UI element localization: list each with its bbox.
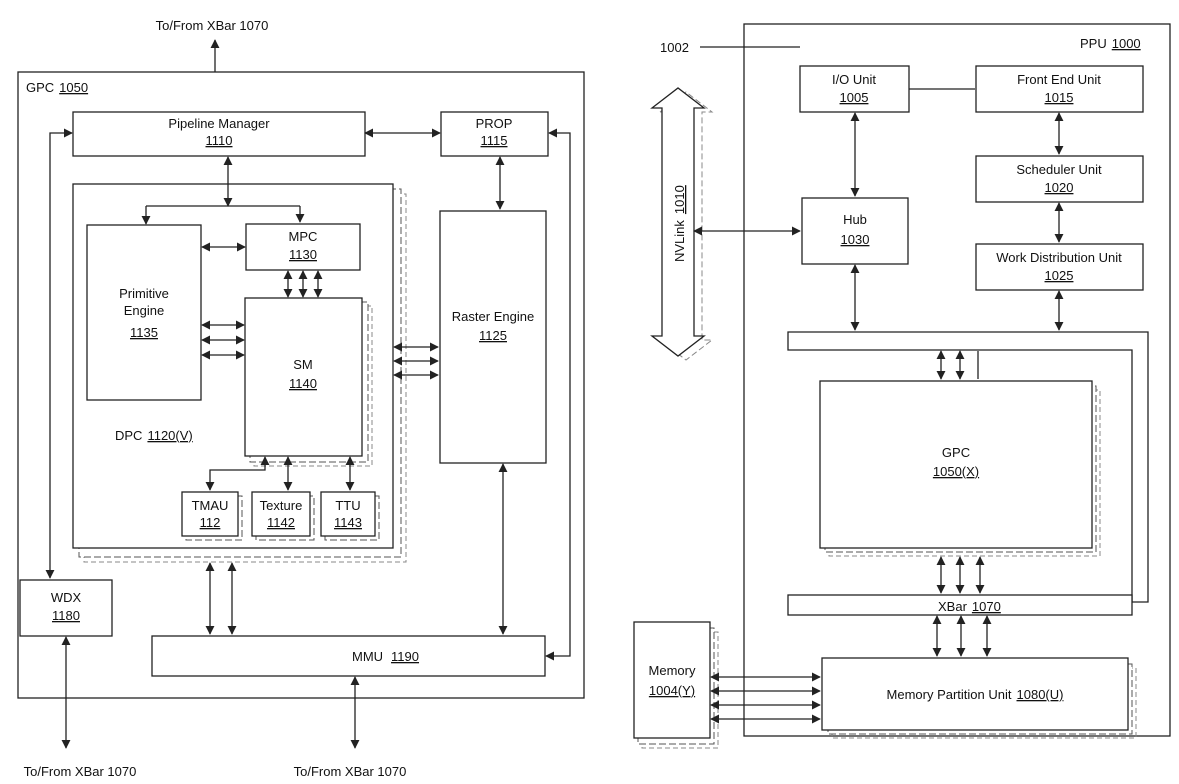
ttu-block[interactable]: TTU 1143 bbox=[320, 491, 380, 541]
scheduler-unit-block[interactable]: Scheduler Unit 1020 bbox=[975, 155, 1144, 203]
bottom-mid-xbar-label: To/From XBar 1070 bbox=[294, 764, 407, 779]
svg-text:1180: 1180 bbox=[52, 608, 80, 623]
raster-engine-block[interactable]: Raster Engine 1125 bbox=[439, 210, 547, 464]
pipeline-manager-block[interactable]: Pipeline Manager 1110 bbox=[72, 111, 366, 157]
svg-text:MPC: MPC bbox=[289, 229, 318, 244]
svg-text:PROP: PROP bbox=[476, 116, 513, 131]
svg-text:Primitive: Primitive bbox=[119, 286, 169, 301]
svg-text:1030: 1030 bbox=[841, 232, 870, 247]
svg-text:1115: 1115 bbox=[481, 133, 508, 148]
svg-text:1005: 1005 bbox=[840, 90, 869, 105]
svg-text:112: 112 bbox=[200, 515, 221, 530]
svg-text:1142: 1142 bbox=[267, 515, 295, 530]
memory-block[interactable]: Memory 1004(Y) bbox=[633, 621, 711, 739]
svg-text:TMAU: TMAU bbox=[192, 498, 229, 513]
svg-text:SM: SM bbox=[293, 357, 313, 372]
prop-block[interactable]: PROP 1115 bbox=[440, 111, 549, 157]
primitive-engine-block[interactable]: Primitive Engine 1135 bbox=[86, 224, 202, 401]
svg-text:1143: 1143 bbox=[334, 515, 362, 530]
svg-text:Work Distribution Unit: Work Distribution Unit bbox=[996, 250, 1122, 265]
sm-block[interactable]: SM 1140 bbox=[244, 297, 363, 457]
svg-text:GPC: GPC bbox=[942, 445, 970, 460]
svg-text:Texture: Texture bbox=[260, 498, 303, 513]
svg-text:1025: 1025 bbox=[1045, 268, 1074, 283]
hub-block[interactable]: Hub 1030 bbox=[801, 197, 909, 265]
texture-block[interactable]: Texture 1142 bbox=[251, 491, 315, 541]
svg-text:Scheduler Unit: Scheduler Unit bbox=[1016, 162, 1102, 177]
svg-text:Engine: Engine bbox=[124, 303, 164, 318]
svg-text:WDX: WDX bbox=[51, 590, 82, 605]
svg-text:1125: 1125 bbox=[479, 328, 507, 343]
svg-text:TTU: TTU bbox=[335, 498, 360, 513]
svg-text:Pipeline Manager: Pipeline Manager bbox=[168, 116, 270, 131]
svg-text:Hub: Hub bbox=[843, 212, 867, 227]
ppu-gpc-block[interactable]: GPC 1050(X) bbox=[819, 380, 1093, 549]
ref-1002-label: 1002 bbox=[660, 40, 689, 55]
svg-text:Front End Unit: Front End Unit bbox=[1017, 72, 1101, 87]
wdx-block[interactable]: WDX 1180 bbox=[19, 579, 113, 637]
svg-text:1110: 1110 bbox=[206, 133, 233, 148]
bottom-left-xbar-label: To/From XBar 1070 bbox=[24, 764, 137, 779]
svg-text:1004(Y): 1004(Y) bbox=[649, 683, 695, 698]
svg-text:1140: 1140 bbox=[289, 376, 317, 391]
svg-text:1050(X): 1050(X) bbox=[933, 464, 979, 479]
svg-text:1015: 1015 bbox=[1045, 90, 1074, 105]
svg-text:I/O Unit: I/O Unit bbox=[832, 72, 876, 87]
svg-text:Memory: Memory bbox=[649, 663, 696, 678]
work-distribution-unit-block[interactable]: Work Distribution Unit 1025 bbox=[975, 243, 1144, 291]
svg-text:1130: 1130 bbox=[289, 247, 317, 262]
nvlink-label: NVLink1010 bbox=[672, 185, 687, 262]
io-unit-block[interactable]: I/O Unit 1005 bbox=[799, 65, 910, 113]
front-end-unit-block[interactable]: Front End Unit 1015 bbox=[975, 65, 1144, 113]
tmau-block[interactable]: TMAU 112 bbox=[181, 491, 243, 541]
ppu-frame bbox=[743, 23, 1171, 737]
svg-text:1135: 1135 bbox=[130, 325, 158, 340]
mpc-block[interactable]: MPC 1130 bbox=[245, 223, 361, 271]
svg-text:1020: 1020 bbox=[1045, 180, 1074, 195]
nvlink-arrow[interactable]: NVLink1010 bbox=[650, 87, 714, 361]
svg-text:Raster Engine: Raster Engine bbox=[452, 309, 534, 324]
top-xbar-label: To/From XBar 1070 bbox=[156, 18, 269, 33]
